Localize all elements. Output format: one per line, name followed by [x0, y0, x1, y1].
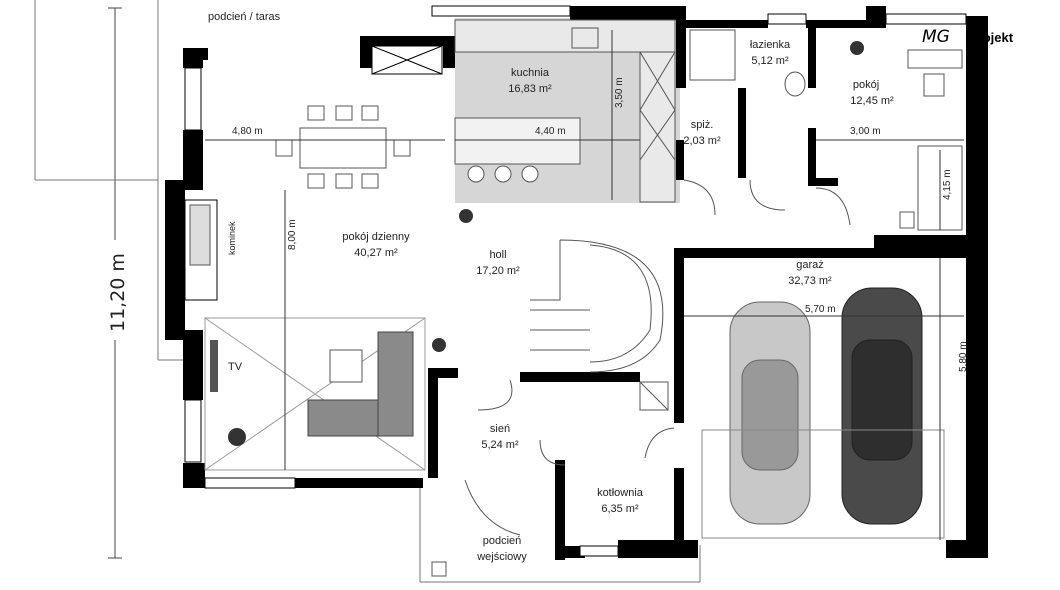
bathroom-name: łazienka	[750, 39, 791, 51]
vestibule-area: 5,24 m²	[481, 439, 519, 451]
boiler-area: 6,35 m²	[601, 503, 639, 515]
overall-dimension-text: 11,20 m	[107, 253, 129, 332]
tv	[210, 340, 218, 392]
staircase	[530, 239, 664, 373]
pantry-name: spiż.	[691, 119, 714, 131]
kitchen-furniture	[454, 19, 676, 203]
garage-area: 32,73 m²	[788, 275, 832, 287]
dim-kitchen-island: 4,40 m	[535, 126, 566, 137]
porch-name-line2: wejściowy	[476, 551, 527, 563]
brand-prefix: MG	[922, 27, 950, 47]
bathroom-area: 5,12 m²	[751, 55, 789, 67]
dim-living-depth: 8,00 m	[287, 219, 298, 250]
porch-outline	[419, 478, 701, 583]
car-dark	[841, 287, 923, 525]
kitchen-cabinet-marks	[639, 51, 676, 161]
door-swings	[464, 179, 851, 536]
hall-name: holl	[489, 249, 506, 261]
dining-table	[275, 105, 411, 189]
dim-garage-depth: 5,80 m	[958, 341, 969, 372]
dim-living-width: 4,80 m	[232, 126, 263, 137]
bath-fixtures	[689, 29, 963, 231]
brand-logo: MG Projekt	[922, 27, 1014, 47]
bedroom-area: 12,45 m²	[850, 95, 894, 107]
windows	[184, 5, 967, 557]
plant-icons	[228, 41, 864, 446]
terrace-outline	[34, 0, 185, 361]
sofa	[307, 331, 414, 437]
fireplace-label: kominek	[227, 221, 237, 255]
terrace-label: podcień / taras	[208, 11, 281, 23]
dim-bedroom-depth: 4,15 m	[942, 169, 953, 200]
dim-kitchen-depth: 3,50 m	[614, 77, 625, 108]
walls	[165, 6, 988, 560]
rug	[204, 317, 426, 471]
boiler-name: kotłownia	[597, 487, 644, 499]
coffee-table	[329, 349, 363, 383]
porch-post	[431, 561, 447, 577]
living-area: 40,27 m²	[354, 247, 398, 259]
car-light	[729, 301, 811, 525]
garage-name: garaż	[796, 259, 824, 271]
bar-stools	[467, 165, 539, 183]
brand-name: Projekt	[969, 30, 1014, 45]
dim-garage-width: 5,70 m	[805, 304, 836, 315]
kitchen-name: kuchnia	[511, 67, 550, 79]
living-name: pokój dzienny	[342, 231, 410, 243]
vestibule-name: sień	[490, 423, 510, 435]
overall-dimension-line: 11,20 m	[100, 7, 130, 559]
dimension-lines	[205, 30, 964, 540]
tv-label: TV	[228, 361, 243, 373]
hall-area: 17,20 m²	[476, 265, 520, 277]
porch-name-line1: podcień	[483, 535, 522, 547]
bedroom-name: pokój	[853, 79, 879, 91]
dim-bedroom-width: 3,00 m	[850, 126, 881, 137]
pantry-area: 2,03 m²	[683, 135, 721, 147]
kitchen-area: 16,83 m²	[508, 83, 552, 95]
garage-door-track	[701, 429, 945, 539]
